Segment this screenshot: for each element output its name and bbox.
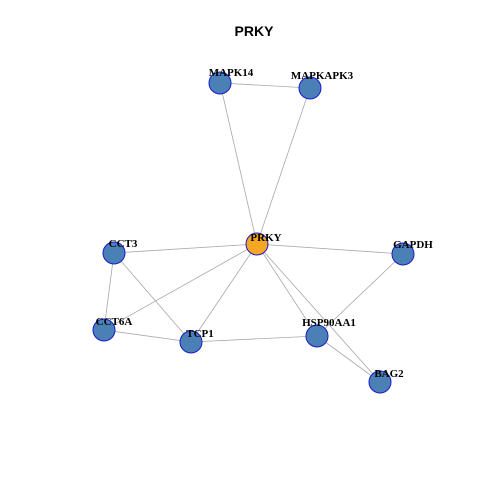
nodes-layer: [92, 71, 415, 394]
node-label-prky: PRKY: [250, 232, 281, 244]
node-label-tcp1: TCP1: [186, 328, 214, 340]
node-label-hsp90aa1: HSP90AA1: [302, 317, 356, 329]
node-hsp90aa1: [305, 324, 329, 348]
node-label-mapk14: MAPK14: [209, 67, 254, 79]
edge-tcp1-hsp90aa1: [190, 335, 318, 343]
edge-cct3-prky: [113, 243, 258, 254]
edge-prky-bag2: [256, 243, 381, 383]
edge-prky-cct6a: [103, 243, 258, 331]
node-prky: [245, 232, 269, 256]
node-label-gapdh: GAPDH: [393, 239, 433, 251]
node-label-bag2: BAG2: [374, 368, 404, 380]
node-mapkapk3: [298, 76, 322, 100]
edge-cct3-tcp1: [113, 252, 192, 343]
edge-prky-gapdh: [256, 243, 404, 255]
edge-hsp90aa1-bag2: [316, 335, 381, 383]
edge-prky-tcp1: [190, 243, 258, 343]
node-label-cct6a: CCT6A: [96, 316, 133, 328]
node-label-mapkapk3: MAPKAPK3: [291, 70, 354, 82]
edge-cct6a-tcp1: [103, 329, 192, 343]
edge-gapdh-hsp90aa1: [316, 253, 404, 337]
node-cct3: [102, 241, 126, 265]
node-label-cct3: CCT3: [109, 238, 138, 250]
node-gapdh: [391, 242, 415, 266]
edges-layer: [103, 82, 404, 383]
edge-mapk14-mapkapk3: [219, 82, 311, 89]
node-tcp1: [179, 330, 203, 354]
diagram-title: PRKY: [235, 23, 275, 39]
edge-mapkapk3-prky: [256, 87, 311, 245]
node-cct6a: [92, 318, 116, 342]
edge-mapk14-prky: [219, 82, 258, 245]
node-mapk14: [208, 71, 232, 95]
edge-cct3-cct6a: [103, 252, 115, 331]
edge-prky-hsp90aa1: [256, 243, 318, 337]
node-bag2: [368, 370, 392, 394]
